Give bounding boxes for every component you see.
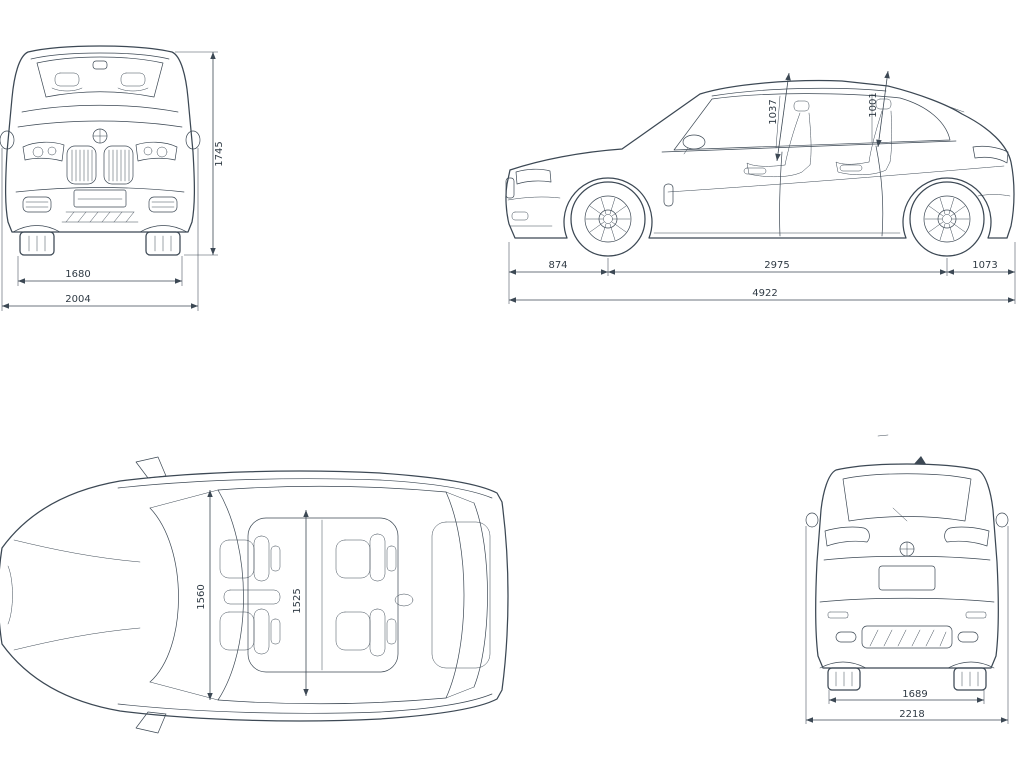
antenna-fin <box>914 456 926 464</box>
headlight-left <box>22 141 65 162</box>
rear-wiper <box>892 507 908 522</box>
windshield-top <box>149 489 244 701</box>
taillights <box>824 526 990 547</box>
rear-diffuser <box>835 625 979 649</box>
rear-view: 1689 2218 <box>805 434 1009 724</box>
side-dimensions: 1037 1001 874 2975 1073 4922 <box>508 70 1016 304</box>
dim-label-front-interior-width: 1560 <box>196 584 207 609</box>
dim-label-overall-length: 4922 <box>752 288 777 299</box>
dim-label-front-track: 1680 <box>65 269 90 280</box>
rear-details <box>949 106 1011 197</box>
kidney-grille <box>66 145 134 185</box>
top-mirror-left <box>135 456 167 479</box>
dim-label-rear-overhang: 1073 <box>972 260 997 271</box>
tailgate-crease <box>823 555 991 561</box>
cowl-line <box>21 104 179 113</box>
front-wheel <box>570 181 646 257</box>
rear-body-outline <box>814 463 1000 669</box>
front-dimensions: 1745 1680 2004 <box>1 51 225 311</box>
left-mirror <box>0 130 15 150</box>
door-cut-lines <box>779 145 884 237</box>
rear-wheels <box>827 667 987 691</box>
front-seat-headrests <box>51 72 149 92</box>
side-glass-band <box>673 93 951 151</box>
dim-label-front-overhang: 874 <box>548 260 567 271</box>
dim-label-overall-width: 2004 <box>65 294 90 305</box>
license-plate-area <box>73 189 127 208</box>
front-body-outline <box>4 45 196 233</box>
rear-wheel <box>909 181 985 257</box>
side-body-outline <box>505 79 1015 239</box>
rear-window-top <box>445 491 488 699</box>
top-car-drawing <box>0 456 509 734</box>
roof-side-edges <box>217 486 447 704</box>
dim-label-rear-interior-width: 1525 <box>292 588 303 613</box>
beltline <box>661 140 957 153</box>
side-mirror <box>682 134 706 150</box>
headlight-right <box>135 141 178 162</box>
fog-inlets <box>22 196 178 213</box>
wheel-arches <box>12 225 188 233</box>
top-body-outline <box>0 470 509 722</box>
windshield <box>36 56 164 98</box>
rear-bumper-line <box>819 597 995 603</box>
bumper-crease <box>15 187 185 193</box>
fender-vent <box>663 183 674 207</box>
hood-creases <box>7 539 141 651</box>
rear-door-handle <box>839 164 863 172</box>
sunroof <box>247 517 399 673</box>
front-door-handle <box>743 167 767 175</box>
rear-plate-area <box>878 565 936 591</box>
rear-mirror-left <box>805 512 819 528</box>
top-front-seats <box>219 535 281 655</box>
dim-label-rear-overall-width: 2218 <box>899 709 924 720</box>
roof-inner-line <box>711 87 887 97</box>
dim-label-front-headroom: 1037 <box>768 99 779 124</box>
brand-roundel <box>92 128 108 144</box>
character-line <box>667 165 1005 193</box>
top-view: 1560 1525 <box>0 456 509 734</box>
top-mirror-right <box>135 711 167 734</box>
rear-mirror-right <box>995 512 1009 528</box>
front-wheels <box>19 231 181 256</box>
rear-roundel <box>899 541 915 557</box>
rear-window <box>842 473 972 522</box>
top-shoulder-line-upper <box>117 478 493 499</box>
dim-label-wheelbase: 2975 <box>764 260 789 271</box>
right-mirror <box>185 130 201 150</box>
rearview-mirror <box>92 60 108 70</box>
rear-wheel-arches <box>819 661 995 669</box>
front-roofline <box>30 52 170 60</box>
lower-skid-plate <box>61 211 139 223</box>
stray-mark <box>877 434 889 437</box>
front-fascia-details <box>505 168 561 227</box>
rear-reflectors <box>827 611 987 619</box>
rear-dimensions: 1689 2218 <box>805 526 1009 724</box>
pillars <box>775 93 873 149</box>
rear-car-drawing <box>805 456 1009 691</box>
top-shoulder-line-lower <box>117 693 493 714</box>
top-dimensions: 1560 1525 <box>196 490 309 700</box>
top-rear-seats <box>335 533 414 657</box>
hood-line <box>17 120 183 128</box>
side-car-drawing <box>505 79 1015 257</box>
front-car-drawing <box>0 45 201 256</box>
cargo-area <box>431 521 491 669</box>
dim-label-rear-headroom: 1001 <box>868 92 879 117</box>
front-view: 1745 1680 2004 <box>0 45 225 311</box>
dim-label-rear-track: 1689 <box>902 689 927 700</box>
side-view: 1037 1001 874 2975 1073 4922 <box>505 70 1016 304</box>
dim-label-overall-height: 1745 <box>214 141 225 166</box>
